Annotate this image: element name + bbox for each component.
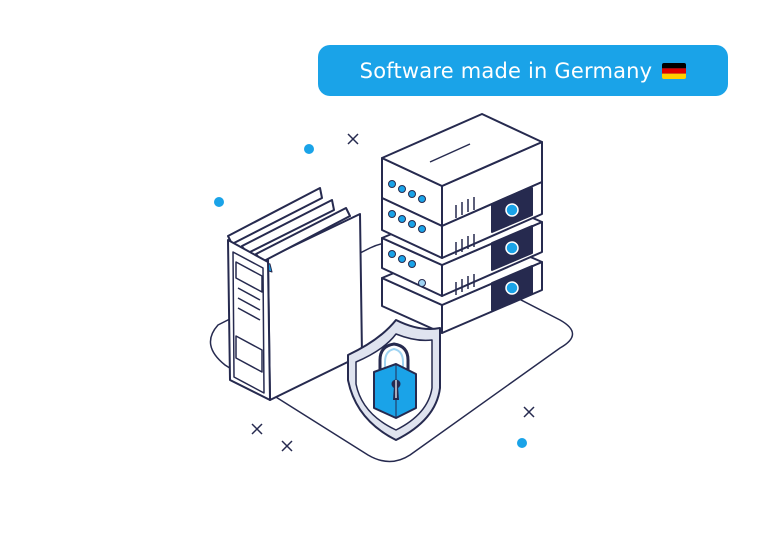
shield-lock-icon: [347, 319, 441, 441]
badge-text: Software made in Germany: [359, 58, 653, 83]
cross-marks: [251, 133, 535, 452]
server-rack-icon: [381, 113, 543, 334]
sparkle-dot: [304, 144, 314, 154]
made-in-germany-badge: Software made in Germany: [318, 45, 728, 96]
sparkle-dot: [214, 197, 224, 207]
book-binder-icon: [227, 187, 363, 401]
germany-flag-icon: [662, 62, 687, 79]
sparkle-dot: [517, 438, 527, 448]
server-leds: [388, 180, 426, 287]
